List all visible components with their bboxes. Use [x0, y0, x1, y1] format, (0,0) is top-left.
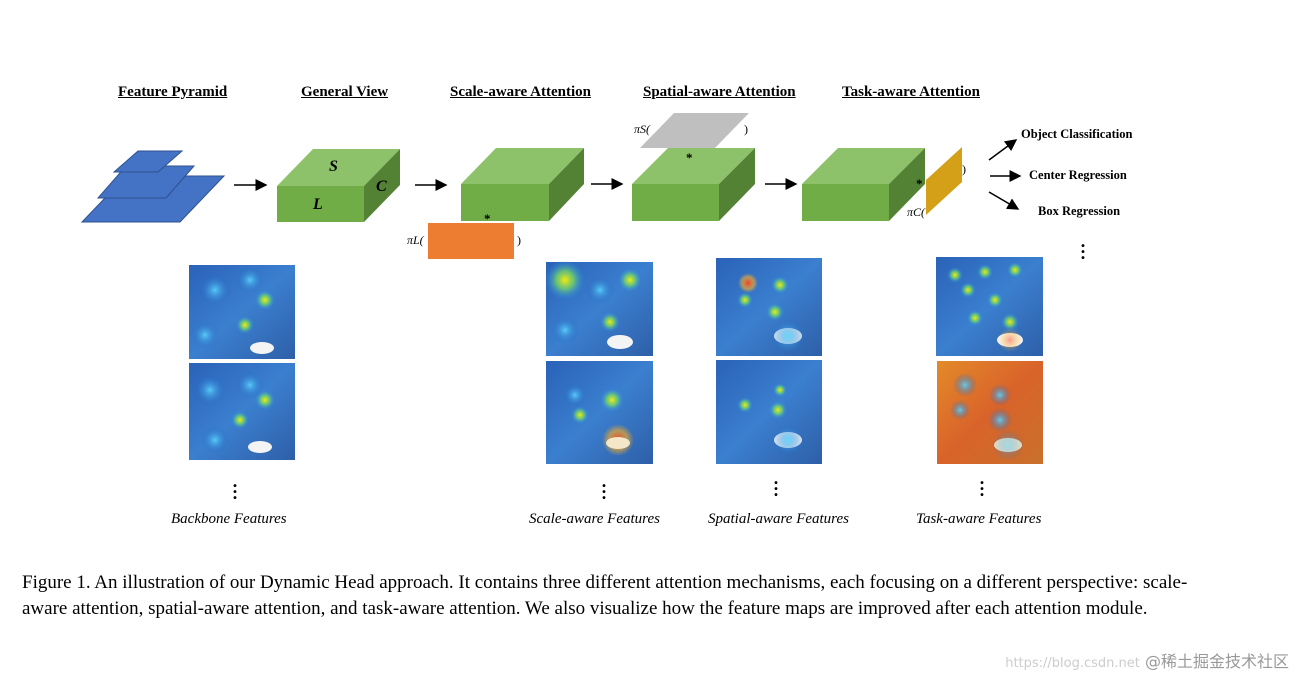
label-spatial-features: Spatial-aware Features — [708, 511, 849, 527]
stage-title-task-attention: Task-aware Attention — [842, 84, 980, 100]
pi-s-operator: πS( — [634, 122, 651, 136]
spatial-aware-cube — [632, 148, 755, 221]
spatial-ellipsis: ... — [773, 468, 779, 500]
scale-map-top — [545, 260, 653, 356]
pi-l-close: ) — [517, 233, 521, 247]
watermark: https://blog.csdn.net @稀土掘金技术社区 — [1005, 648, 1289, 672]
backbone-map-top — [189, 265, 295, 359]
label-scale-features: Scale-aware Features — [529, 511, 660, 527]
output-center-regression: Center Regression — [1029, 168, 1127, 182]
task-map-bottom — [937, 361, 1043, 464]
spatial-attention-plate — [640, 113, 749, 148]
output-arrow-box — [988, 191, 1020, 210]
spatial-star: * — [686, 150, 693, 165]
stage-title-general-view: General View — [301, 84, 389, 100]
cube-letter-s: S — [329, 158, 338, 175]
backbone-ellipsis: ... — [232, 471, 238, 503]
spatial-map-top — [716, 258, 822, 356]
output-box-regression: Box Regression — [1038, 204, 1121, 218]
stage-title-feature-pyramid: Feature Pyramid — [118, 84, 228, 100]
label-task-features: Task-aware Features — [916, 511, 1042, 527]
scale-aware-cube — [461, 148, 584, 221]
stage-title-spatial-attention: Spatial-aware Attention — [643, 84, 796, 100]
outputs-ellipsis: ... — [1080, 231, 1086, 263]
pi-s-close: ) — [744, 122, 748, 136]
cube-letter-c: C — [376, 178, 387, 195]
cube-letter-l: L — [313, 196, 323, 213]
feature-pyramid-graphic — [80, 150, 226, 223]
scale-map-bottom — [546, 361, 653, 464]
task-map-top — [936, 257, 1043, 356]
general-view-cube — [277, 149, 400, 222]
watermark-brand: @稀土掘金技术社区 — [1144, 652, 1289, 671]
task-ellipsis: ... — [979, 468, 985, 500]
watermark-url: https://blog.csdn.net — [1005, 656, 1140, 671]
pi-c-operator: πC( — [907, 205, 926, 219]
spatial-map-bottom — [716, 360, 822, 464]
stage-title-scale-attention: Scale-aware Attention — [450, 84, 591, 100]
figure-caption: Figure 1. An illustration of our Dynamic… — [22, 572, 1188, 619]
scale-star: * — [484, 211, 491, 226]
output-arrow-classification — [988, 139, 1018, 161]
task-attention-plate — [926, 147, 962, 215]
label-backbone-features: Backbone Features — [171, 511, 287, 527]
scale-ellipsis: ... — [601, 471, 607, 503]
backbone-map-bottom — [189, 363, 295, 460]
task-aware-cube — [802, 148, 925, 221]
scale-attention-plate — [428, 223, 514, 259]
task-star: * — [916, 176, 923, 191]
output-object-classification: Object Classification — [1021, 127, 1133, 141]
pi-l-operator: πL( — [407, 233, 424, 247]
pi-c-close: ) — [962, 162, 966, 176]
